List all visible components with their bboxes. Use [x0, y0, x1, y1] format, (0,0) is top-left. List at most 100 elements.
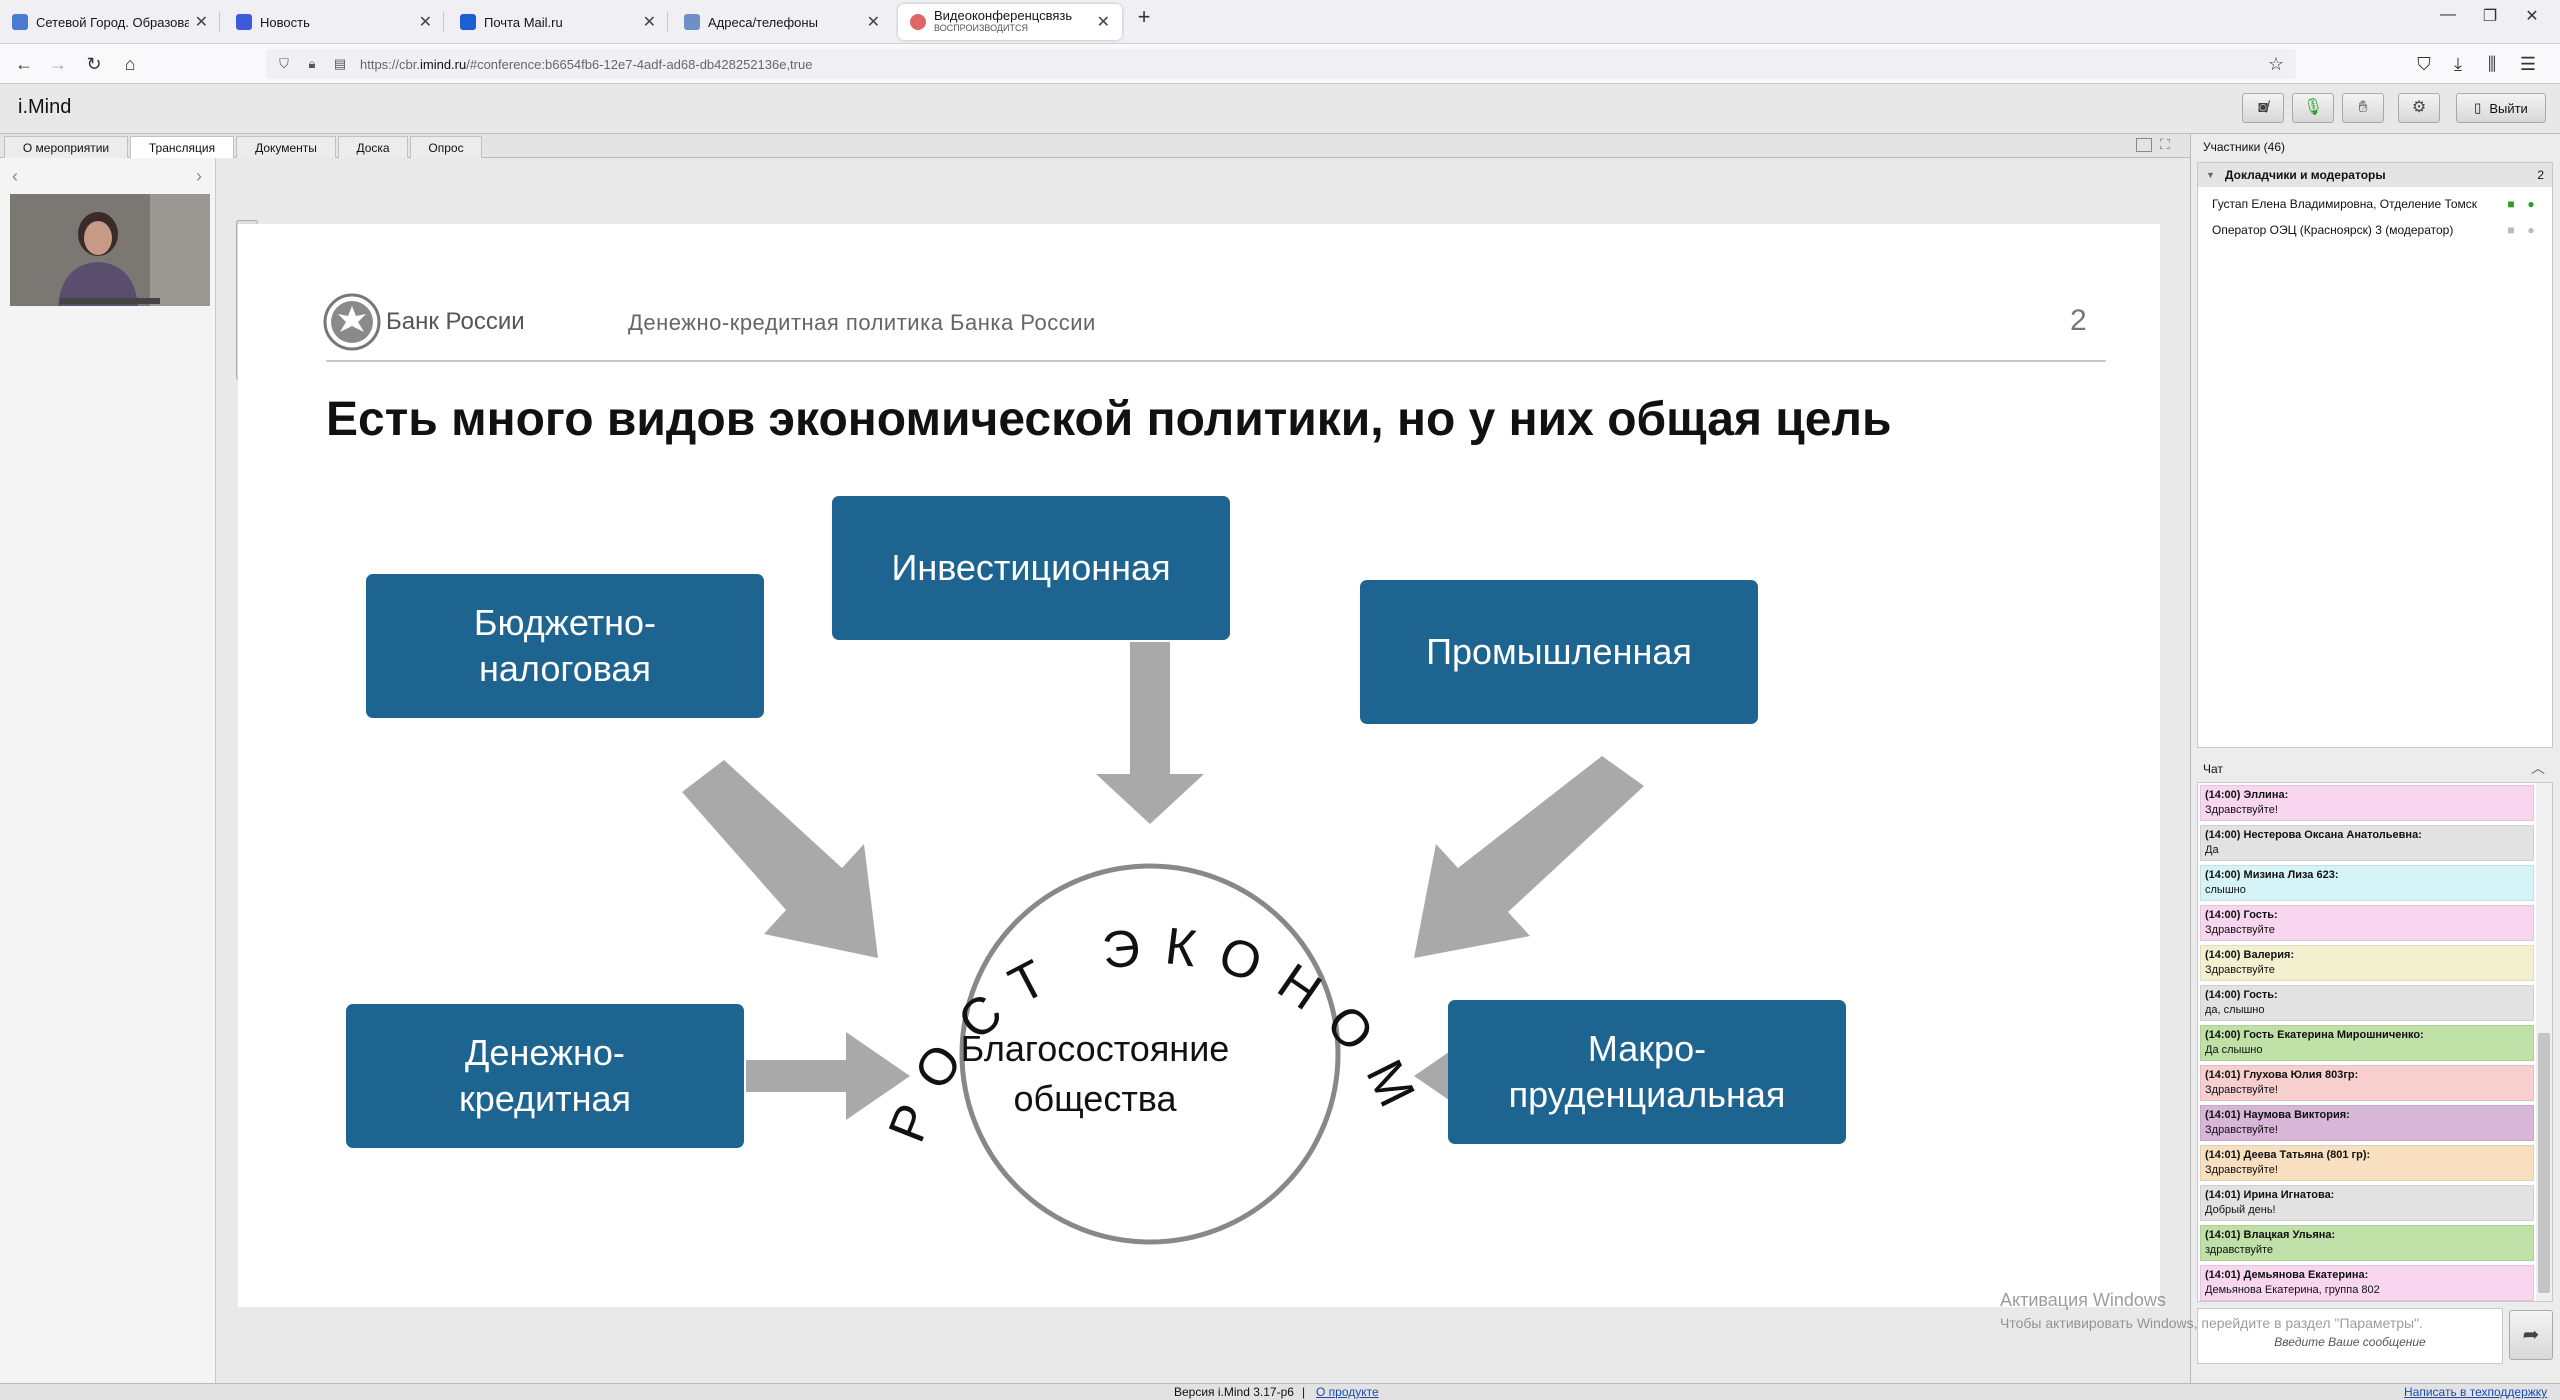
close-tab-icon[interactable]: ✕ — [194, 14, 208, 31]
box-monetary: Денежно- кредитная — [346, 1004, 744, 1148]
tab-about[interactable]: О мероприятии — [4, 136, 128, 158]
chat-scrollbar[interactable] — [2536, 783, 2552, 1301]
chat-message-text: Да — [2205, 844, 2219, 856]
forward-icon[interactable]: → — [49, 54, 67, 74]
version-text: Версия i.Mind 3.17-p6 — [1174, 1385, 1294, 1399]
back-icon[interactable]: ← — [15, 54, 33, 74]
chat-message-author: (14:00) Гость Екатерина Мирошниченко: — [2205, 1028, 2529, 1043]
tab-poll[interactable]: Опрос — [410, 136, 482, 158]
chat-message: (14:01) Демьянова Екатерина:Демьянова Ек… — [2200, 1265, 2534, 1301]
chat-message-name: Мизина Лиза 623: — [2243, 869, 2339, 881]
bookmark-star-icon[interactable]: ☆ — [2267, 54, 2285, 74]
browser-tab[interactable]: Почта Mail.ru ✕ — [448, 4, 668, 40]
fullscreen-icon[interactable]: ⛶ — [2160, 136, 2170, 152]
browser-nav-bar: ← → ↻ ⌂ ⛉ 🔒︎ ▤ https://cbr.imind.ru/#con… — [0, 44, 2560, 84]
chat-message-author: (14:00) Мизина Лиза 623: — [2205, 868, 2529, 883]
hand-icon[interactable]: ✋︎ — [2342, 93, 2384, 123]
slide-section-title: Денежно-кредитная политика Банка России — [628, 310, 1096, 335]
exit-button[interactable]: ▯ Выйти — [2456, 93, 2546, 123]
watermark-title: Активация Windows — [2000, 1290, 2166, 1310]
about-link[interactable]: О продукте — [1316, 1385, 1379, 1399]
close-tab-icon[interactable]: ✕ — [418, 14, 432, 31]
status-bar: Версия i.Mind 3.17-p6 | О продукте Напис… — [0, 1383, 2560, 1400]
chat-message-author: (14:01) Влацкая Ульяна: — [2205, 1228, 2529, 1243]
chat-message-name: Валерия: — [2243, 949, 2295, 961]
permissions-icon[interactable]: ▤ — [333, 56, 347, 71]
chat-message-name: Гость: — [2243, 909, 2278, 921]
library-icon[interactable]: ⫼ — [2487, 54, 2497, 74]
close-tab-icon[interactable]: ✕ — [1096, 14, 1110, 31]
downloads-icon[interactable]: ⤓ — [2454, 54, 2462, 74]
chat-message-time: (14:00) — [2205, 829, 2241, 841]
browser-tab-title: Адреса/телефоны — [708, 14, 818, 30]
chat-message-name: Гость: — [2243, 989, 2278, 1001]
collapse-triangle-icon[interactable]: ▼ — [2206, 170, 2215, 180]
chat-scrollbar-thumb[interactable] — [2538, 1033, 2550, 1293]
close-tab-icon[interactable]: ✕ — [866, 14, 880, 31]
browser-tab[interactable]: Адреса/телефоны ✕ — [672, 4, 892, 40]
broadcast-stage: + − 1 Банк России Денежно-кредитная поли… — [216, 158, 2190, 1383]
lock-icon[interactable]: 🔒︎ — [308, 56, 316, 71]
chat-message-time: (14:00) — [2205, 989, 2241, 1001]
favicon-icon — [684, 14, 700, 30]
chat-message-author: (14:01) Ирина Игнатова: — [2205, 1188, 2529, 1203]
speaker-video[interactable] — [10, 194, 210, 306]
chat-message-time: (14:00) — [2205, 949, 2241, 961]
url-text[interactable]: https://cbr.imind.ru/#conference:b6654fb… — [360, 56, 813, 72]
chat-messages[interactable]: (14:00) Эллина:Здравствуйте!(14:00) Нест… — [2197, 782, 2553, 1302]
chat-message: (14:01) Глухова Юлия 803гр:Здравствуйте! — [2200, 1065, 2534, 1101]
participant-row[interactable]: Густап Елена Владимировна, Отделение Том… — [2198, 191, 2552, 217]
chat-collapse-icon[interactable]: ︿ — [2531, 760, 2545, 776]
chat-message-time: (14:00) — [2205, 869, 2241, 881]
home-icon[interactable]: ⌂ — [124, 54, 136, 74]
new-tab-button[interactable]: + — [1137, 4, 1151, 29]
close-icon[interactable]: ✕ — [2525, 8, 2539, 25]
tab-documents[interactable]: Документы — [236, 136, 336, 158]
participants-group[interactable]: ▼ Докладчики и модераторы 2 — [2198, 163, 2552, 187]
browser-tab[interactable]: Сетевой Город. Образование ✕ — [0, 4, 220, 40]
shield-icon[interactable]: ⛉ — [279, 56, 289, 71]
box-macroprudential: Макро- пруденциальная — [1448, 1000, 1846, 1144]
participant-row[interactable]: Оператор ОЭЦ (Красноярск) 3 (модератор) … — [2198, 217, 2552, 243]
bank-name: Банк России — [386, 308, 525, 335]
next-video-icon[interactable]: › — [196, 166, 202, 186]
speaker-video-frame — [10, 194, 210, 306]
chat-input[interactable]: Введите Ваше сообщение — [2197, 1308, 2503, 1364]
app-logo: i.Mind — [18, 96, 72, 118]
menu-icon[interactable]: ☰ — [2519, 54, 2537, 74]
address-bar[interactable]: ⛉ 🔒︎ ▤ https://cbr.imind.ru/#conference:… — [266, 49, 2296, 79]
browser-tab-active[interactable]: Видеоконференцсвязь ВОСПРОИЗВОДИТСЯ ✕ — [898, 4, 1122, 40]
tab-board[interactable]: Доска — [338, 136, 408, 158]
close-tab-icon[interactable]: ✕ — [642, 14, 656, 31]
pocket-icon[interactable]: ⛉ — [2417, 54, 2431, 74]
reload-icon[interactable]: ↻ — [86, 54, 102, 74]
support-link[interactable]: Написать в техподдержку — [2404, 1385, 2548, 1399]
app-header: i.Mind ◙̸ 🎙︎ ✋︎ ⚙ ▯ Выйти — [0, 84, 2560, 134]
chat-message-name: Гость Екатерина Мирошниченко: — [2243, 1029, 2424, 1041]
minimize-icon[interactable]: — — [2440, 6, 2456, 23]
mic-on-icon: ● — [2527, 197, 2535, 211]
send-button[interactable]: ➦ — [2509, 1310, 2553, 1360]
camera-off-icon[interactable]: ◙̸ — [2242, 93, 2284, 123]
chat-message: (14:01) Деева Татьяна (801 гр):Здравству… — [2200, 1145, 2534, 1181]
mic-icon[interactable]: 🎙︎ — [2292, 93, 2334, 123]
center-label: Благосостояние общества — [960, 1028, 1230, 1119]
settings-icon[interactable]: ⚙ — [2398, 93, 2440, 123]
chat-message-author: (14:01) Демьянова Екатерина: — [2205, 1268, 2529, 1283]
chat-message-time: (14:01) — [2205, 1189, 2241, 1201]
watermark-text: Чтобы активировать Windows, перейдите в … — [2000, 1315, 2423, 1331]
tab-broadcast[interactable]: Трансляция — [130, 136, 234, 159]
app-tabs: О мероприятии Трансляция Документы Доска… — [0, 134, 2190, 159]
browser-tab-title: Видеоконференцсвязь — [934, 10, 1073, 23]
participants-header: Участники (46) — [2203, 140, 2286, 154]
browser-tab[interactable]: Новость ✕ — [224, 4, 444, 40]
layout-icon[interactable] — [2136, 138, 2152, 152]
chat-message-time: (14:01) — [2205, 1109, 2241, 1121]
prev-video-icon[interactable]: ‹ — [12, 166, 18, 186]
restore-icon[interactable]: ❐ — [2482, 8, 2498, 25]
chat-message: (14:01) Влацкая Ульяна:здравствуйте — [2200, 1225, 2534, 1261]
chat-message-text: Здравствуйте! — [2205, 1084, 2278, 1096]
chat-message-name: Эллина: — [2243, 789, 2289, 801]
arrow-invest — [1096, 642, 1204, 824]
favicon-icon — [12, 14, 28, 30]
